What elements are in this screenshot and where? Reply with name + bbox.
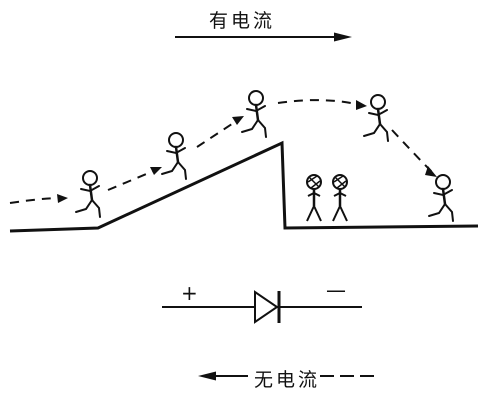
minus-sign: — <box>326 278 346 302</box>
standing-figure-1 <box>305 173 323 223</box>
plus-sign: + <box>181 281 198 305</box>
runner-figure-5 <box>427 173 455 223</box>
trajectory-arrowheads <box>57 100 437 203</box>
bottom-arrow <box>198 371 378 381</box>
terrain-line <box>9 140 479 233</box>
runner-figure-1 <box>74 169 102 219</box>
diode-symbol <box>162 290 362 324</box>
bottom-label: 无电流 <box>254 369 321 391</box>
runner-figure-4 <box>362 93 390 143</box>
top-arrow <box>175 32 352 42</box>
trajectory-dashed <box>9 99 433 204</box>
top-label: 有电流 <box>209 10 276 32</box>
runner-figure-3 <box>240 89 268 139</box>
standing-figure-2 <box>331 173 349 223</box>
runner-figure-2 <box>160 131 188 181</box>
